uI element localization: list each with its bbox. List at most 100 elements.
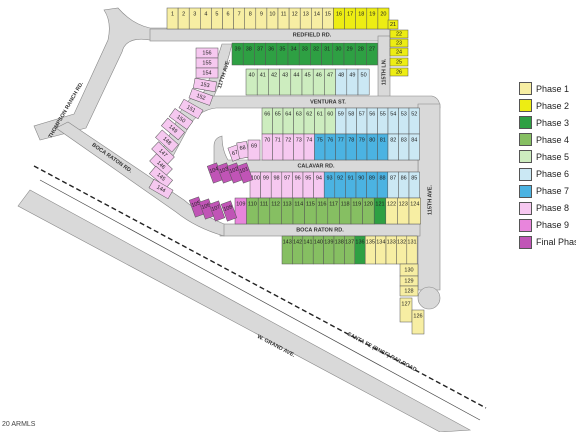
lot-154[interactable]: 154 xyxy=(195,67,219,79)
lot-84[interactable]: 84 xyxy=(408,133,420,161)
lot-13[interactable]: 13 xyxy=(299,7,312,30)
lot-39[interactable]: 39 xyxy=(231,42,244,66)
lot-61[interactable]: 61 xyxy=(314,107,326,135)
lot-12[interactable]: 12 xyxy=(288,7,301,30)
lot-14[interactable]: 14 xyxy=(311,7,323,30)
lot-152[interactable]: 152 xyxy=(188,88,214,106)
lot-25[interactable]: 25 xyxy=(389,57,409,67)
lot-82[interactable]: 82 xyxy=(387,133,399,161)
lot-44[interactable]: 44 xyxy=(290,68,303,96)
lot-101[interactable]: 101 xyxy=(236,162,254,184)
lot-70[interactable]: 70 xyxy=(261,133,273,161)
lot-129[interactable]: 129 xyxy=(399,275,419,287)
lot-134[interactable]: 134 xyxy=(375,235,387,265)
lot-92[interactable]: 92 xyxy=(334,171,346,199)
lot-62[interactable]: 62 xyxy=(303,107,315,135)
lot-31[interactable]: 31 xyxy=(321,42,334,66)
lot-22[interactable]: 22 xyxy=(389,29,409,39)
lot-77[interactable]: 77 xyxy=(335,133,347,161)
lot-120[interactable]: 120 xyxy=(362,197,375,225)
lot-128[interactable]: 128 xyxy=(399,285,419,297)
lot-110[interactable]: 110 xyxy=(246,197,259,225)
lot-37[interactable]: 37 xyxy=(254,42,266,66)
lot-123[interactable]: 123 xyxy=(397,197,410,225)
lot-80[interactable]: 80 xyxy=(366,133,378,161)
lot-117[interactable]: 117 xyxy=(327,197,340,225)
lot-141[interactable]: 141 xyxy=(302,235,314,265)
lot-26[interactable]: 26 xyxy=(389,67,409,77)
lot-124[interactable]: 124 xyxy=(408,197,421,225)
lot-89[interactable]: 89 xyxy=(366,171,378,199)
lot-23[interactable]: 23 xyxy=(389,38,409,48)
lot-133[interactable]: 133 xyxy=(385,235,397,265)
lot-64[interactable]: 64 xyxy=(282,107,294,135)
lot-76[interactable]: 76 xyxy=(324,133,336,161)
lot-48[interactable]: 48 xyxy=(335,68,348,96)
lot-29[interactable]: 29 xyxy=(343,42,356,66)
lot-11[interactable]: 11 xyxy=(277,7,290,30)
lot-38[interactable]: 38 xyxy=(242,42,255,66)
lot-112[interactable]: 112 xyxy=(269,197,282,225)
lot-138[interactable]: 138 xyxy=(333,235,345,265)
lot-121[interactable]: 121 xyxy=(373,197,387,225)
lot-54[interactable]: 54 xyxy=(387,107,399,135)
lot-97[interactable]: 97 xyxy=(281,171,293,199)
lot-126[interactable]: 126 xyxy=(411,309,425,335)
lot-149[interactable]: 149 xyxy=(161,117,185,141)
lot-66[interactable]: 66 xyxy=(261,107,273,135)
lot-33[interactable]: 33 xyxy=(298,42,311,66)
lot-143[interactable]: 143 xyxy=(281,235,293,265)
lot-136[interactable]: 136 xyxy=(354,235,366,265)
lot-88[interactable]: 88 xyxy=(376,171,389,199)
lot-15[interactable]: 15 xyxy=(322,7,334,30)
lot-119[interactable]: 119 xyxy=(350,197,363,225)
lot-55[interactable]: 55 xyxy=(377,107,389,135)
lot-46[interactable]: 46 xyxy=(312,68,325,96)
lot-79[interactable]: 79 xyxy=(356,133,368,161)
lot-122[interactable]: 122 xyxy=(385,197,398,225)
lot-95[interactable]: 95 xyxy=(302,171,314,199)
lot-7[interactable]: 7 xyxy=(233,7,245,30)
lot-43[interactable]: 43 xyxy=(279,68,292,96)
lot-42[interactable]: 42 xyxy=(268,68,280,96)
lot-69[interactable]: 69 xyxy=(247,139,261,161)
lot-151[interactable]: 151 xyxy=(178,98,204,120)
lot-24[interactable]: 24 xyxy=(389,47,409,57)
lot-60[interactable]: 60 xyxy=(324,107,336,135)
lot-28[interactable]: 28 xyxy=(354,42,367,66)
lot-32[interactable]: 32 xyxy=(310,42,322,66)
lot-150[interactable]: 150 xyxy=(168,108,194,130)
lot-6[interactable]: 6 xyxy=(222,7,234,30)
lot-27[interactable]: 27 xyxy=(366,42,378,66)
lot-21[interactable]: 21 xyxy=(387,19,399,30)
lot-9[interactable]: 9 xyxy=(255,7,268,30)
lot-153[interactable]: 153 xyxy=(193,77,217,93)
lot-35[interactable]: 35 xyxy=(276,42,289,66)
lot-41[interactable]: 41 xyxy=(256,68,269,96)
lot-36[interactable]: 36 xyxy=(265,42,278,66)
lot-85[interactable]: 85 xyxy=(408,171,420,199)
lot-73[interactable]: 73 xyxy=(293,133,305,161)
lot-144[interactable]: 144 xyxy=(148,178,174,200)
lot-1[interactable]: 1 xyxy=(166,7,179,30)
lot-40[interactable]: 40 xyxy=(245,68,258,96)
lot-114[interactable]: 114 xyxy=(292,197,305,225)
lot-155[interactable]: 155 xyxy=(195,57,219,69)
lot-57[interactable]: 57 xyxy=(356,107,368,135)
lot-74[interactable]: 74 xyxy=(303,133,315,161)
lot-71[interactable]: 71 xyxy=(272,133,284,161)
lot-94[interactable]: 94 xyxy=(313,171,325,199)
lot-52[interactable]: 52 xyxy=(408,107,420,135)
lot-156[interactable]: 156 xyxy=(195,47,219,59)
lot-107[interactable]: 107 xyxy=(208,200,226,222)
lot-75[interactable]: 75 xyxy=(314,133,326,161)
lot-63[interactable]: 63 xyxy=(293,107,305,135)
lot-16[interactable]: 16 xyxy=(333,7,345,30)
lot-127[interactable]: 127 xyxy=(399,297,413,323)
lot-86[interactable]: 86 xyxy=(398,171,410,199)
lot-115[interactable]: 115 xyxy=(304,197,317,225)
lot-34[interactable]: 34 xyxy=(287,42,300,66)
lot-118[interactable]: 118 xyxy=(339,197,352,225)
lot-111[interactable]: 111 xyxy=(257,197,271,225)
lot-3[interactable]: 3 xyxy=(188,7,201,30)
